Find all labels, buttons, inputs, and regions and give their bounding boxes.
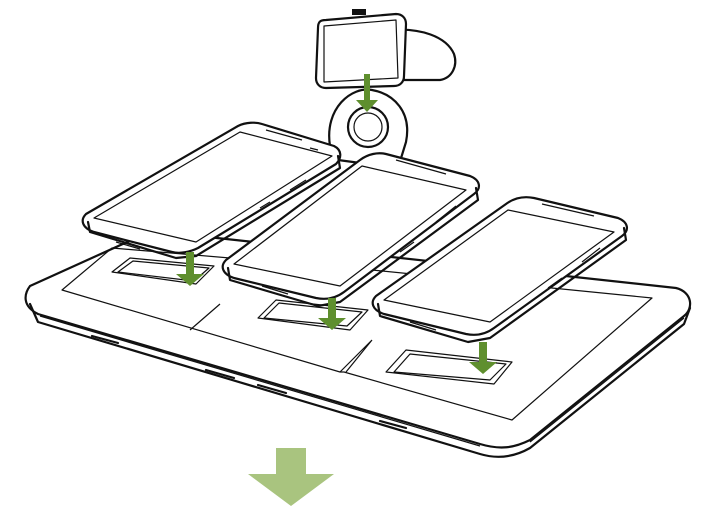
big-down-arrow-icon <box>248 448 334 506</box>
center-pad-arrow-icon <box>318 298 346 330</box>
watch-arrow-icon <box>356 74 378 112</box>
charging-pad-center <box>257 299 369 331</box>
right-pad-arrow-icon <box>469 342 497 374</box>
left-pad-arrow-icon <box>176 252 204 286</box>
charging-pad-right <box>385 349 513 385</box>
phone-right <box>371 196 628 344</box>
arrows-group <box>176 74 497 506</box>
smartwatch-icon <box>314 9 457 90</box>
charging-pad-left <box>111 257 215 285</box>
phone-left <box>81 121 342 260</box>
